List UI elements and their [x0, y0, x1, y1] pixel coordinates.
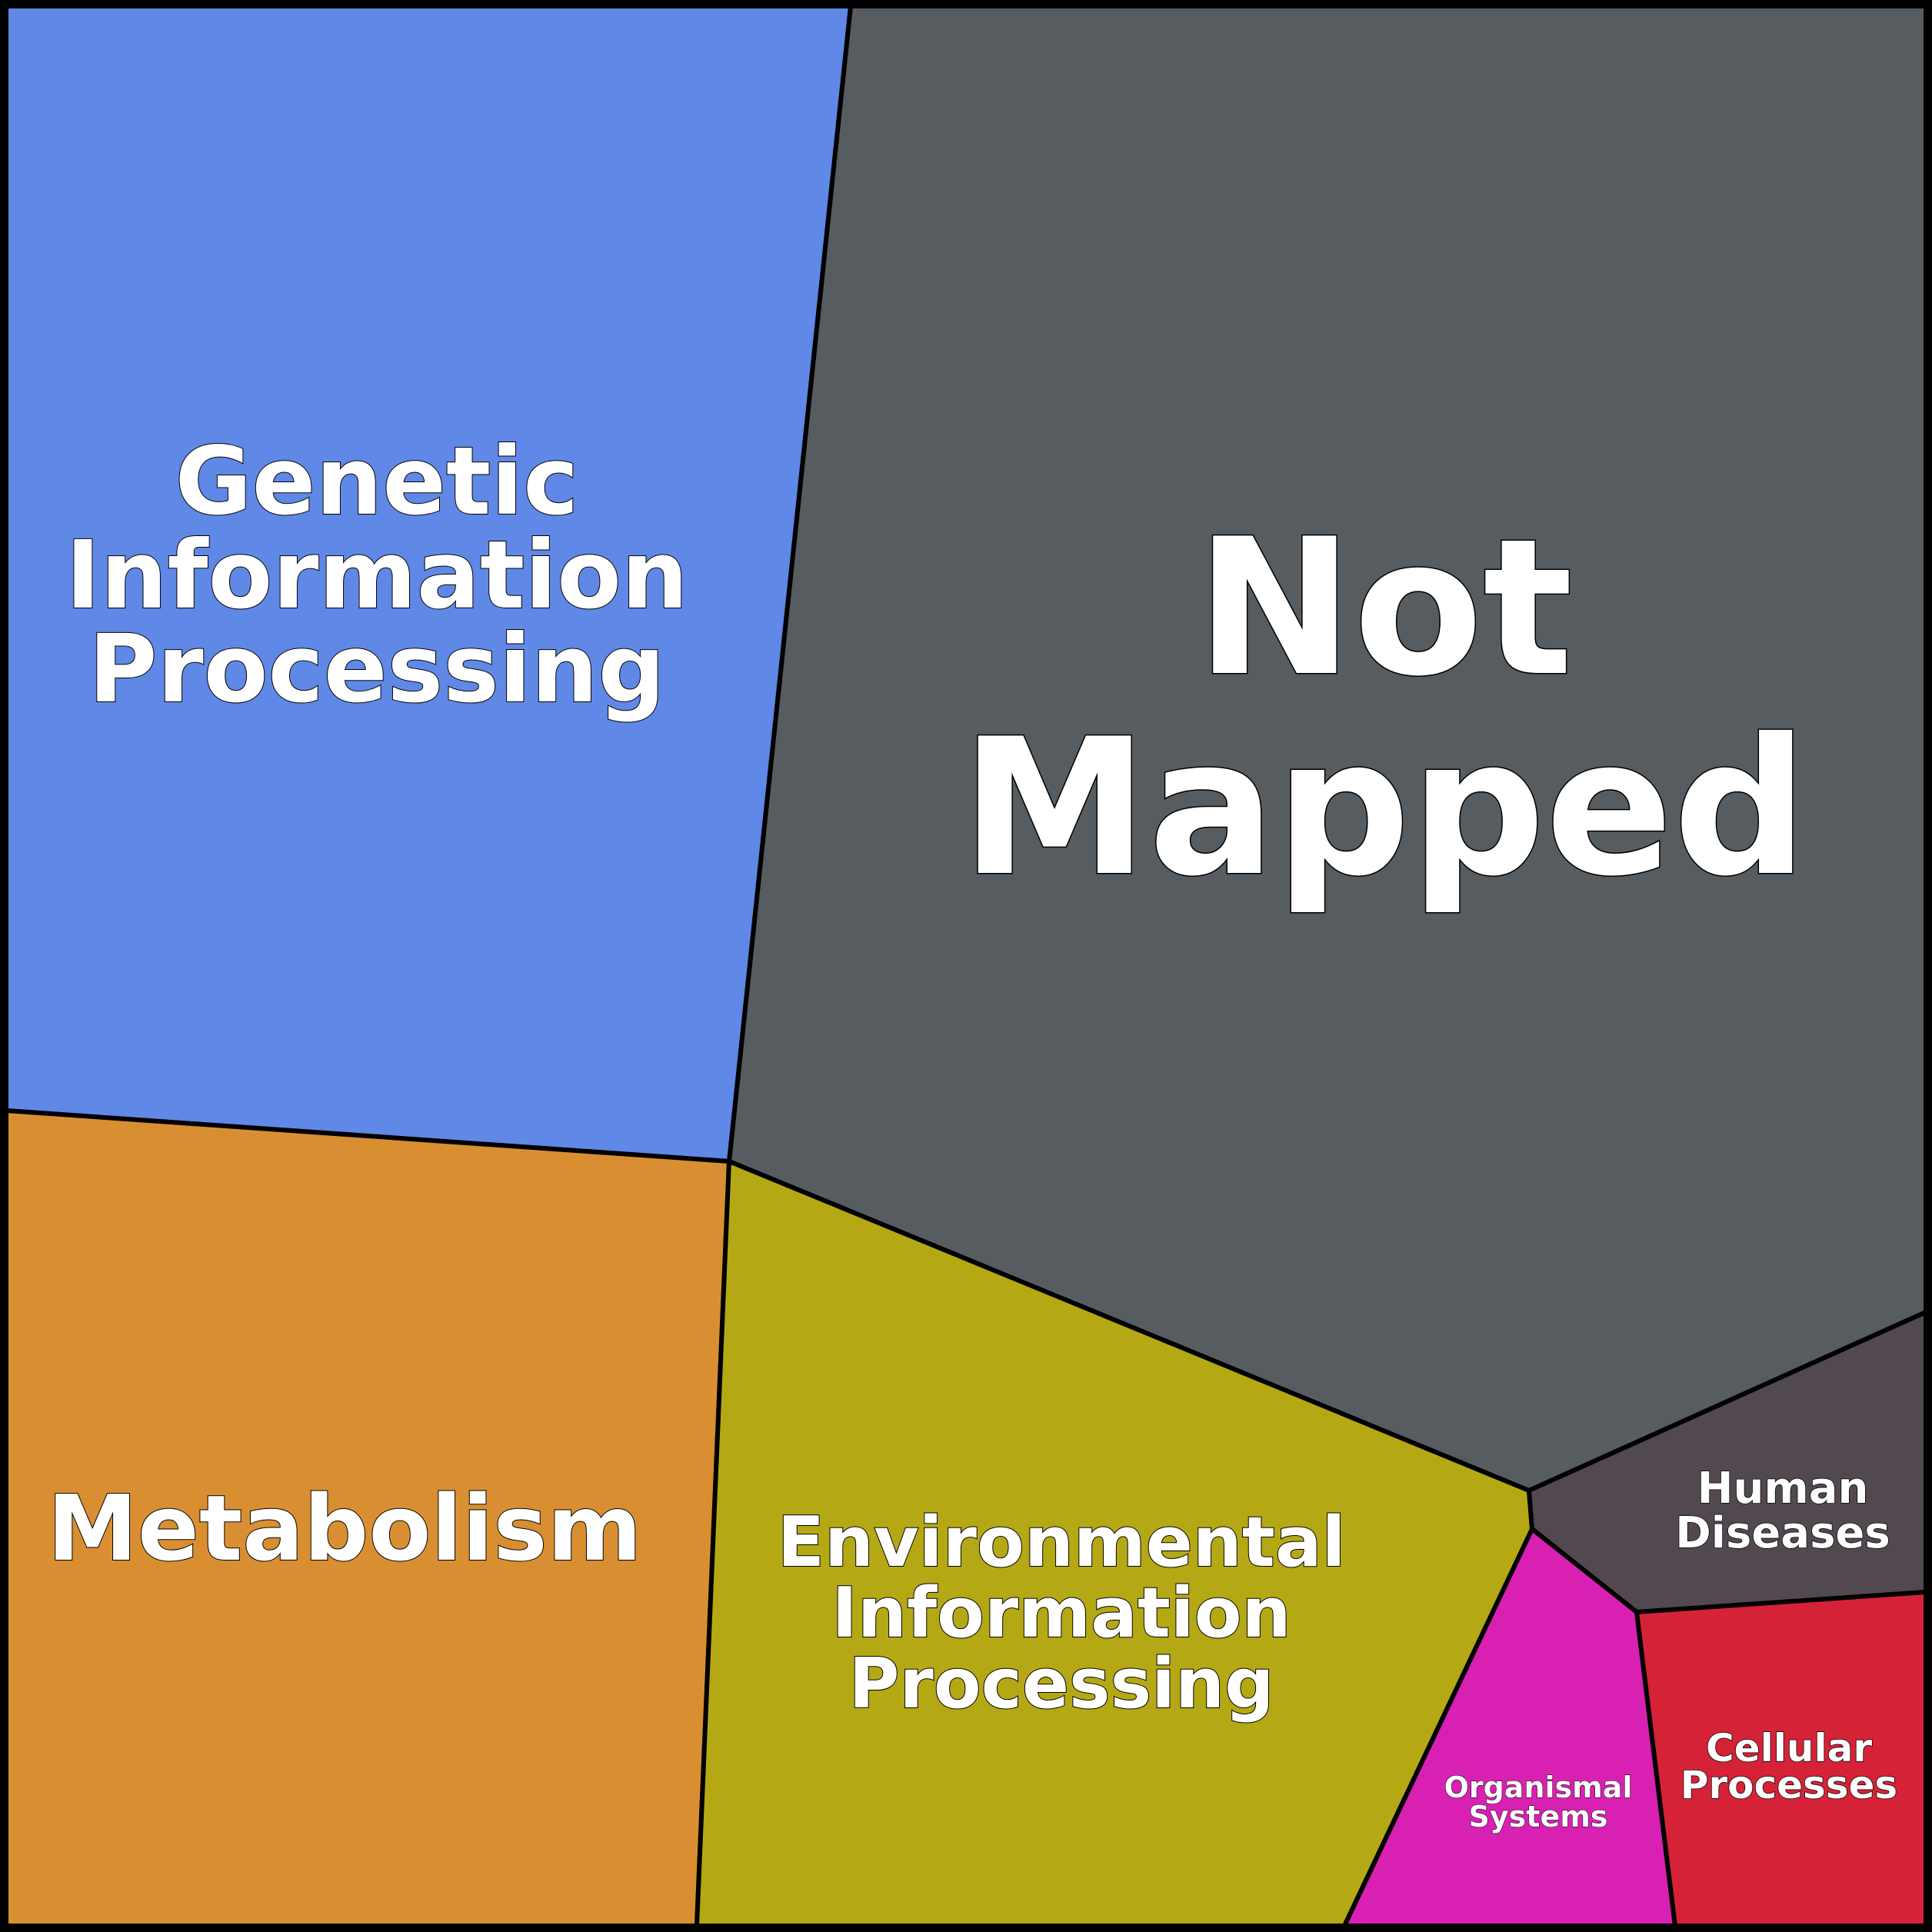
- label-line: Diseases: [1675, 1508, 1890, 1558]
- label-line: Information: [65, 521, 688, 630]
- label-line: Metabolism: [47, 1475, 641, 1581]
- label-line: Not: [1196, 498, 1573, 718]
- label-metabolism: Metabolism: [47, 1475, 641, 1581]
- label-line: Environmental: [778, 1502, 1346, 1583]
- label-line: Processing: [848, 1644, 1274, 1724]
- label-line: Systems: [1469, 1800, 1608, 1834]
- label-line: Processes: [1681, 1763, 1897, 1807]
- label-line: Human: [1697, 1464, 1869, 1514]
- label-line: Cellular: [1706, 1726, 1872, 1770]
- label-line: Processing: [88, 615, 665, 724]
- label-line: Information: [831, 1573, 1291, 1654]
- label-line: Organismal: [1444, 1770, 1633, 1804]
- cells-layer: [4, 4, 1928, 1928]
- label-line: Mapped: [961, 698, 1807, 918]
- label-line: Genetic: [175, 427, 579, 536]
